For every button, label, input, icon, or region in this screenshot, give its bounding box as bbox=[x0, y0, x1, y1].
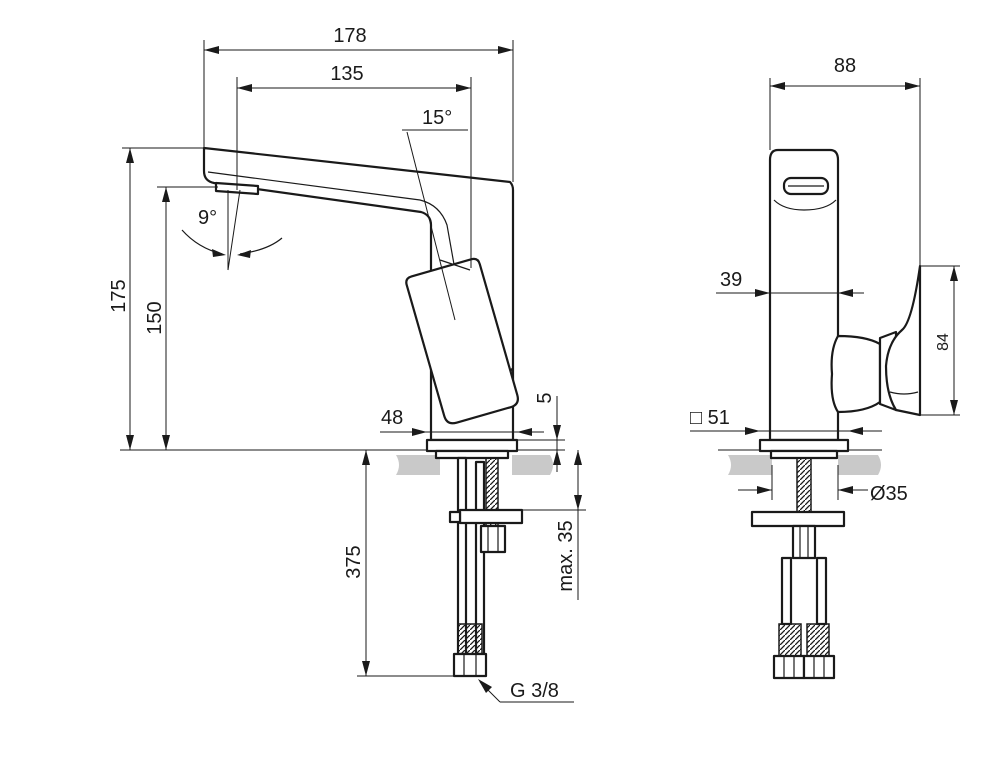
dim-overall-height-label: 175 bbox=[108, 279, 130, 312]
dim-base-square-label: □ 51 bbox=[690, 407, 730, 429]
dim-base-thickness-label: 5 bbox=[534, 392, 556, 403]
side-base-flange bbox=[758, 438, 850, 460]
dim-spout-angle bbox=[157, 186, 283, 271]
side-view: 88 39 84 □ 51 bbox=[690, 55, 960, 680]
front-base-flange bbox=[425, 438, 519, 460]
dim-side-width-label: 88 bbox=[834, 55, 856, 77]
dim-base-thickness bbox=[517, 396, 565, 472]
dim-lever-height-label: 84 bbox=[935, 333, 952, 351]
dim-lever-angle-label: 15° bbox=[422, 107, 452, 129]
dim-spout-reach bbox=[236, 77, 472, 268]
dim-side-width bbox=[769, 78, 921, 266]
dim-body-depth bbox=[716, 289, 864, 297]
dim-base-square bbox=[690, 427, 882, 435]
dim-lever-height bbox=[920, 265, 960, 416]
dim-spout-height bbox=[162, 187, 170, 450]
dim-spout-reach-label: 135 bbox=[330, 63, 363, 85]
dim-overall-length-label: 178 bbox=[333, 25, 366, 47]
dim-hose-length bbox=[357, 449, 470, 677]
dim-max-counter-thickness-label: max. 35 bbox=[555, 520, 577, 591]
front-view: 178 135 15° 9° bbox=[108, 25, 586, 703]
side-lever-handle bbox=[830, 264, 922, 417]
dim-spout-height-label: 150 bbox=[144, 301, 166, 334]
dim-overall-length bbox=[203, 40, 514, 182]
dim-base-projection-label: 48 bbox=[381, 407, 403, 429]
dim-hole-diameter-label: Ø35 bbox=[870, 483, 908, 505]
dim-max-counter-thickness bbox=[522, 450, 586, 600]
dim-base-projection bbox=[380, 428, 544, 436]
side-faucet-body bbox=[768, 148, 840, 442]
front-mounting-hardware bbox=[448, 456, 524, 678]
dim-overall-height bbox=[122, 147, 204, 450]
callout-connection-thread-label: G 3/8 bbox=[510, 680, 559, 702]
dim-hole-diameter bbox=[738, 465, 868, 500]
dim-hose-length-label: 375 bbox=[343, 545, 365, 578]
dim-body-depth-label: 39 bbox=[720, 269, 742, 291]
side-mounting-hardware bbox=[750, 457, 846, 680]
front-lever-handle bbox=[405, 257, 519, 425]
callout-connection-thread bbox=[478, 679, 574, 703]
dim-lever-angle bbox=[402, 129, 468, 321]
side-countertop bbox=[718, 449, 882, 475]
dim-spout-angle-label: 9° bbox=[198, 207, 217, 229]
